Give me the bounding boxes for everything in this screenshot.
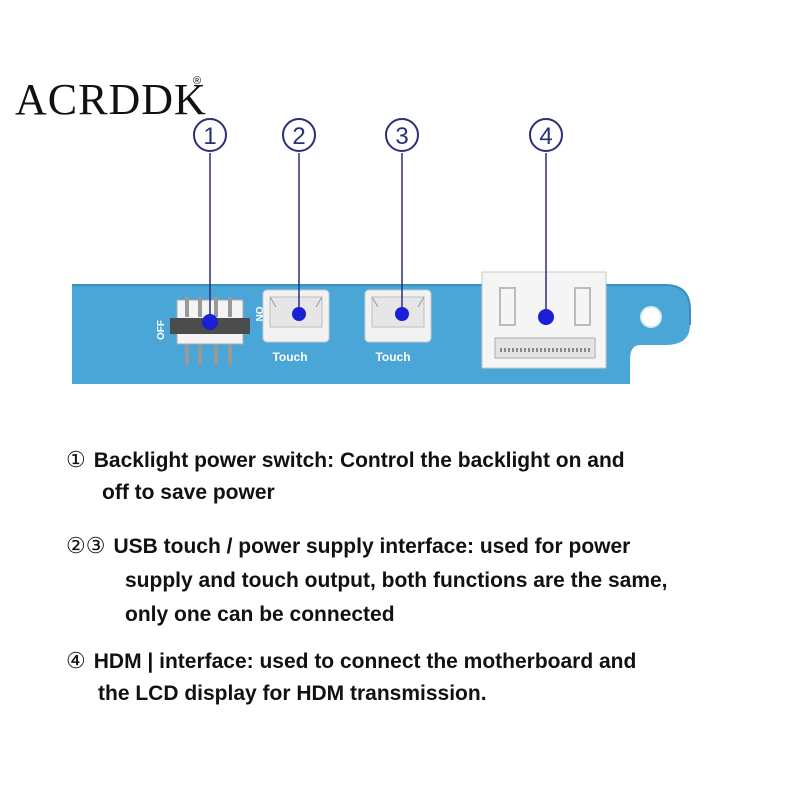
registered-mark: ®	[193, 75, 202, 87]
description-2-marks: ②③	[66, 533, 106, 558]
callout-3-label: 3	[395, 123, 408, 150]
callout-2-label: 2	[292, 123, 305, 150]
callout-3: 3	[385, 118, 419, 152]
description-3-line-1: HDM | interface: used to connect the mot…	[93, 650, 637, 673]
description-2: ②③ USB touch / power supply interface: us…	[66, 529, 668, 632]
description-2-line-3: only one can be connected	[125, 603, 395, 626]
description-3-line-2: the LCD display for HDM transmission.	[98, 682, 487, 705]
switch-off-label: OFF	[156, 320, 167, 340]
callout-4: 4	[529, 118, 563, 152]
description-1-line-1: Backlight power switch: Control the back…	[93, 449, 625, 472]
description-2-line-1: USB touch / power supply interface: used…	[113, 535, 631, 558]
description-3-marks: ④	[66, 648, 86, 673]
port3-label: Touch	[375, 350, 410, 364]
marker-dot-1	[202, 314, 218, 330]
description-1-line-2: off to save power	[102, 481, 275, 504]
marker-dot-2	[292, 307, 306, 321]
description-3: ④ HDM | interface: used to connect the mo…	[66, 645, 636, 710]
callout-4-label: 4	[539, 123, 552, 150]
description-2-line-2: supply and touch output, both functions …	[125, 569, 668, 592]
callout-1: 1	[193, 118, 227, 152]
callout-1-label: 1	[203, 123, 216, 150]
switch-on-label: ON	[253, 307, 264, 322]
marker-dot-4	[538, 309, 554, 325]
port2-label: Touch	[272, 350, 307, 364]
description-1-marks: ①	[66, 447, 86, 472]
mounting-hole	[640, 306, 662, 328]
description-1: ① Backlight power switch: Control the bac…	[66, 444, 625, 509]
marker-dot-3	[395, 307, 409, 321]
brand-logo: ACRDDK	[15, 75, 207, 124]
callout-2: 2	[282, 118, 316, 152]
